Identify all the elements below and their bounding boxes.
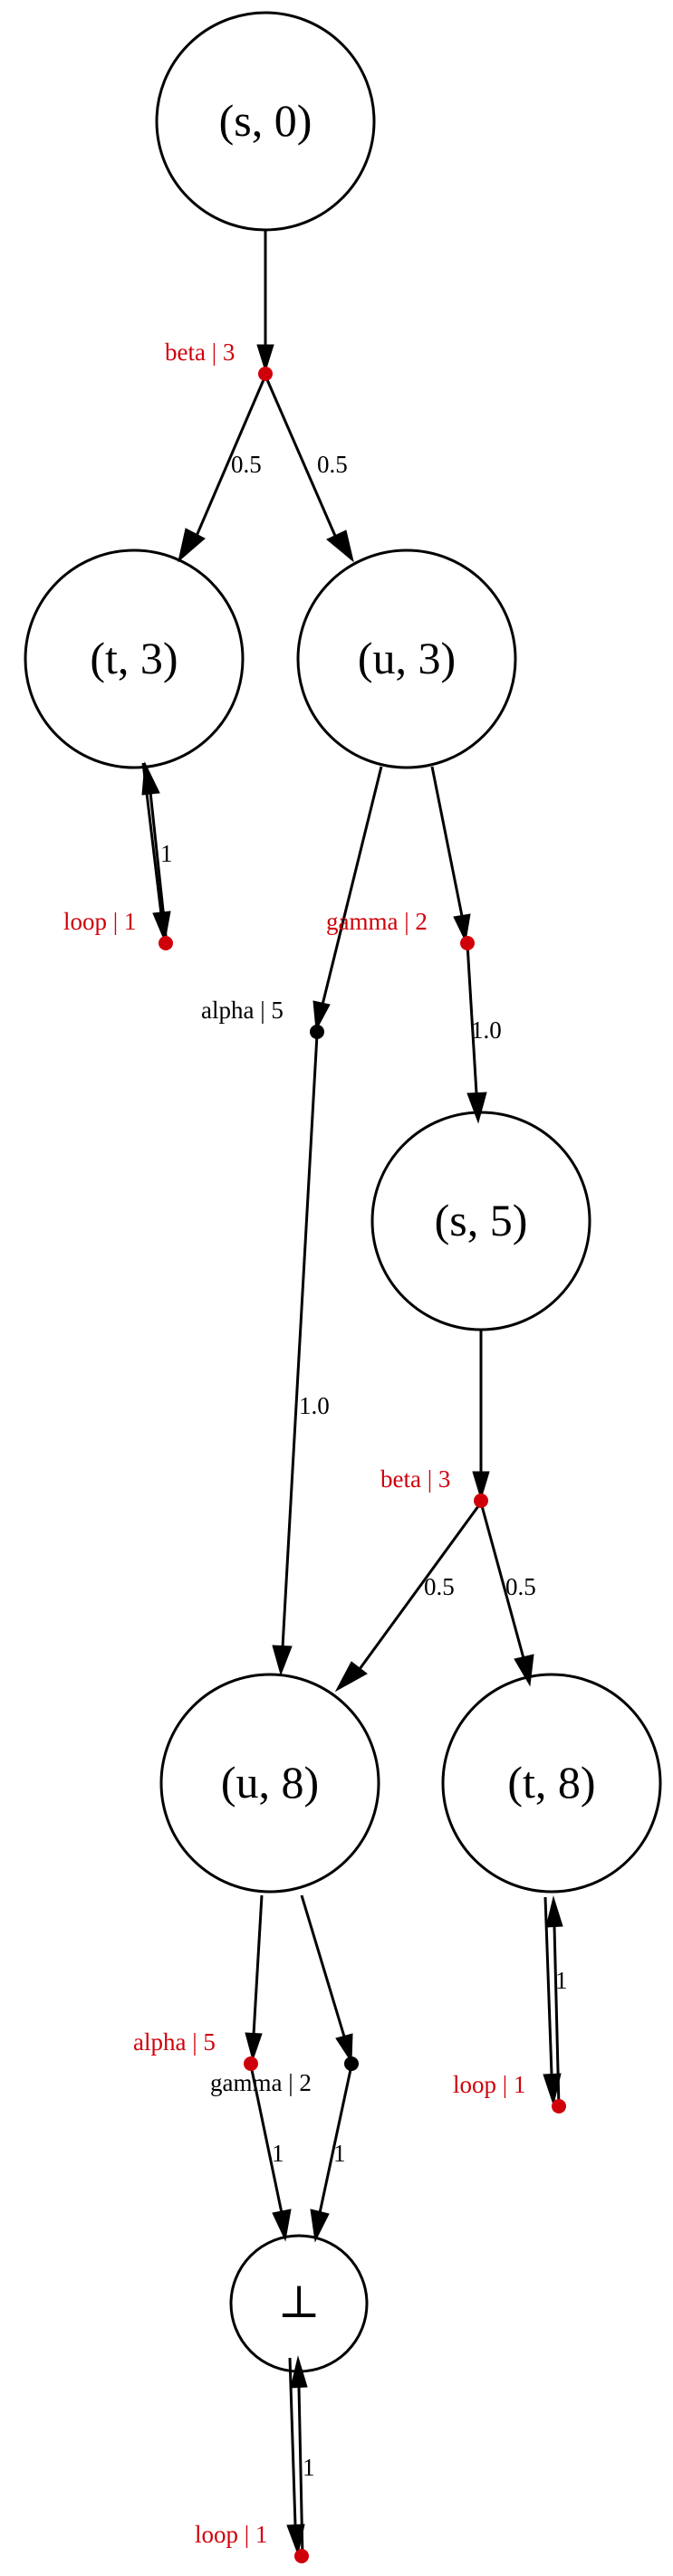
prob-label-alpha-u3-u8: 1.0 — [299, 1392, 330, 1419]
arrowhead — [472, 1471, 490, 1501]
node-circle — [155, 11, 376, 232]
edge-u8-alpha — [252, 1894, 264, 2036]
arrowhead — [256, 344, 274, 373]
arrowhead — [178, 528, 206, 563]
action-point-beta-s0[interactable] — [258, 367, 273, 381]
arrowhead — [326, 530, 354, 563]
edge-u8-gamma — [300, 1894, 346, 2037]
prob-label-gamma-u8-bot: 1 — [333, 2140, 346, 2167]
action-label-alpha-u3: alpha | 5 — [201, 997, 284, 1024]
arrowhead — [334, 1661, 368, 1693]
state-node-bot[interactable]: ⊥ — [229, 2234, 369, 2373]
arrowhead — [545, 1895, 563, 1928]
node-circle — [159, 1673, 380, 1894]
arrowhead — [310, 2209, 330, 2243]
node-circle — [370, 1111, 591, 1331]
edge-t3-loop-back — [149, 791, 168, 945]
action-label-beta-s5: beta | 3 — [380, 1465, 450, 1493]
node-label: (u, 3) — [358, 633, 456, 683]
action-point-gamma-u3[interactable] — [460, 936, 475, 950]
edge-u3-alpha — [321, 766, 383, 1006]
state-node-t3[interactable]: (t, 3) — [24, 549, 245, 769]
node-label: (t, 8) — [507, 1757, 595, 1808]
edge-beta-t8 — [479, 1502, 525, 1659]
prob-label-beta-s5-t8: 0.5 — [505, 1573, 536, 1600]
edge-beta-t3 — [195, 375, 267, 537]
node-circle — [229, 2234, 369, 2373]
node-circle — [441, 1673, 662, 1894]
state-node-s0[interactable]: (s, 0) — [155, 11, 376, 232]
action-point-loop-t8[interactable] — [552, 2099, 566, 2113]
edge-gamma-s5 — [466, 943, 478, 1094]
node-circle — [24, 549, 245, 769]
arrowhead — [272, 1645, 293, 1676]
edge-bot-loop-back — [297, 2386, 304, 2558]
action-label-beta-s0: beta | 3 — [165, 339, 235, 366]
state-nodes: (s, 0) (t, 3) (u, 3) (s, 5) (u, 8) (t, 8… — [24, 11, 662, 2373]
node-label: ⊥ — [277, 2276, 320, 2327]
node-circle — [296, 549, 517, 769]
state-node-t8[interactable]: (t, 8) — [441, 1673, 662, 1894]
action-point-alpha-u3[interactable] — [310, 1025, 324, 1039]
arrowhead — [141, 761, 160, 796]
prob-label-loop-t8: 1 — [555, 1967, 568, 1994]
prob-label-loop-t3: 1 — [160, 840, 173, 867]
action-to-state-edges — [178, 375, 534, 2243]
edge-alpha-bot — [249, 2065, 284, 2214]
probability-labels: 0.5 0.5 1 1.0 1.0 0.5 0.5 1 1 1 1 — [160, 451, 568, 2481]
action-label-alpha-u8: alpha | 5 — [133, 2028, 216, 2056]
action-labels: beta | 3 loop | 1 alpha | 5 gamma | 2 be… — [63, 339, 525, 2548]
node-label: (t, 3) — [90, 633, 178, 683]
loop-edges — [141, 761, 563, 2558]
node-label: (s, 5) — [435, 1195, 528, 1245]
arrowhead — [466, 1092, 487, 1124]
arrowhead — [453, 913, 471, 943]
arrowhead — [312, 1000, 331, 1032]
action-points — [159, 367, 566, 2563]
state-node-s5[interactable]: (s, 5) — [370, 1111, 591, 1331]
action-label-loop-bot: loop | 1 — [195, 2521, 267, 2548]
arrowhead — [245, 2032, 263, 2062]
action-label-loop-t3: loop | 1 — [63, 908, 136, 935]
prob-label-beta-s0-u3: 0.5 — [317, 451, 348, 478]
state-node-u8[interactable]: (u, 8) — [159, 1673, 380, 1894]
action-label-gamma-u8: gamma | 2 — [210, 2069, 312, 2096]
edge-gamma-bot — [318, 2065, 353, 2214]
prob-label-beta-s0-t3: 0.5 — [231, 451, 262, 478]
state-to-action-edges — [245, 230, 490, 2064]
action-point-loop-bot[interactable] — [294, 2549, 309, 2563]
action-point-beta-s5[interactable] — [474, 1493, 488, 1508]
action-label-loop-t8: loop | 1 — [453, 2071, 525, 2098]
edge-beta-u8 — [358, 1502, 483, 1670]
prob-label-loop-bot: 1 — [303, 2454, 315, 2481]
arrowhead — [272, 2209, 292, 2242]
edge-alpha-u8 — [281, 1034, 319, 1648]
action-label-gamma-u3: gamma | 2 — [326, 908, 428, 935]
edge-t8-loop-back — [553, 1925, 561, 2108]
action-point-loop-t3[interactable] — [159, 936, 173, 950]
edge-beta-u3 — [264, 375, 337, 537]
arrowhead — [335, 2033, 353, 2064]
action-point-gamma-u8[interactable] — [344, 2056, 359, 2071]
prob-label-beta-s5-u8: 0.5 — [424, 1573, 455, 1600]
state-node-u3[interactable]: (u, 3) — [296, 549, 517, 769]
prob-label-alpha-u8-bot: 1 — [272, 2140, 284, 2167]
action-point-alpha-u8[interactable] — [244, 2056, 258, 2071]
edge-u3-gamma — [430, 766, 464, 917]
node-label: (u, 8) — [221, 1757, 319, 1808]
node-label: (s, 0) — [219, 95, 312, 146]
prob-label-gamma-u3-s5: 1.0 — [471, 1016, 502, 1044]
